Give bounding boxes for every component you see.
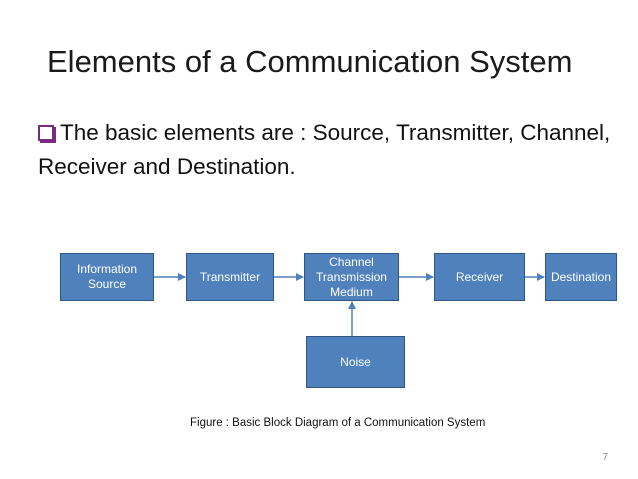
block-information-source: Information Source [60, 253, 154, 301]
block-transmitter-label: Transmitter [199, 269, 261, 284]
block-receiver: Receiver [434, 253, 525, 301]
checkbox-bullet-icon [38, 125, 54, 141]
figure-caption: Figure : Basic Block Diagram of a Commun… [190, 417, 486, 429]
block-noise: Noise [306, 336, 405, 388]
bullet-point: The basic elements are : Source, Transmi… [38, 116, 628, 184]
block-noise-label: Noise [340, 354, 371, 369]
block-information-source-line-2: Source [87, 277, 127, 291]
page-number: 7 [602, 452, 608, 463]
block-channel: Channel Transmission Medium [304, 253, 399, 301]
block-receiver-label: Receiver [455, 269, 504, 284]
block-channel-line-3: Medium [330, 284, 373, 299]
block-channel-line-1: Channel [329, 254, 374, 269]
bullet-text: The basic elements are : Source, Transmi… [38, 120, 611, 179]
block-destination-label: Destination [550, 269, 612, 284]
block-information-source-line-1: Information [76, 262, 138, 276]
slide-title: Elements of a Communication System [47, 44, 573, 79]
block-destination: Destination [545, 253, 617, 301]
block-transmitter: Transmitter [186, 253, 274, 301]
block-channel-line-2: Transmission [316, 269, 387, 284]
